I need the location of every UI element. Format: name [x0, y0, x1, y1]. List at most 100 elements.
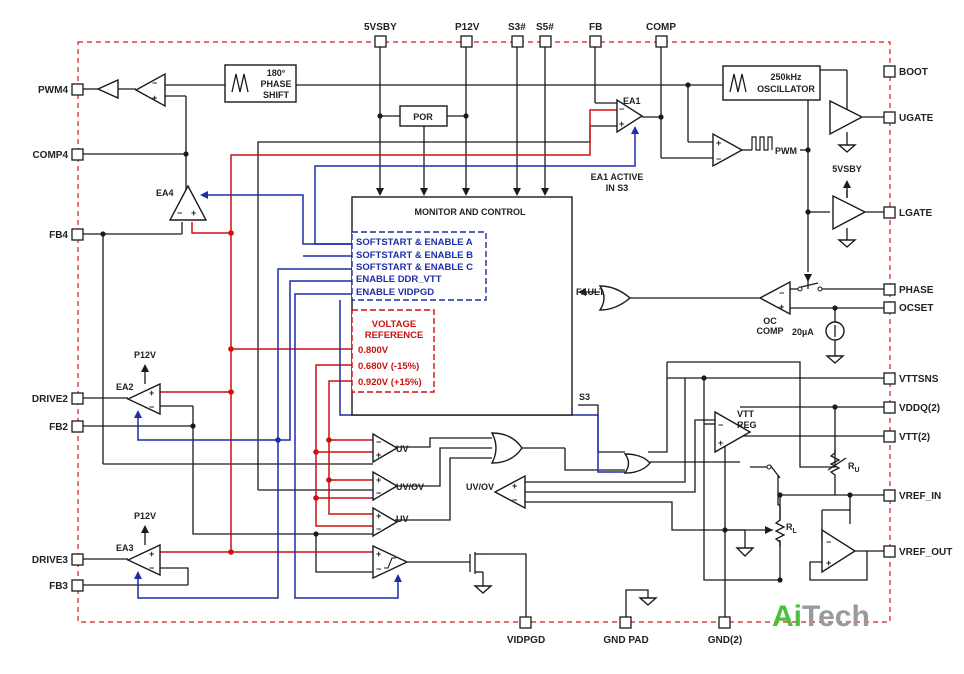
- plus-sign: +: [152, 93, 157, 103]
- pin-s3[interactable]: [511, 35, 524, 48]
- pin-vtt[interactable]: [883, 430, 896, 443]
- uvov-comparator: [372, 470, 399, 502]
- vtt-switch: [769, 464, 781, 479]
- rl-label: RL: [786, 522, 798, 535]
- pin-ocset-label: OCSET: [899, 303, 933, 314]
- plus-sign: +: [149, 549, 154, 559]
- ea4-amplifier: [168, 184, 208, 221]
- phase-shift-line2: PHASE: [260, 79, 291, 89]
- pwm-label: PWM: [775, 146, 797, 156]
- chip-boundary: [77, 41, 891, 623]
- pin-pwm4[interactable]: [71, 83, 84, 96]
- pin-5vsby-label: 5VSBY: [364, 22, 397, 33]
- pin-boot-label: BOOT: [899, 67, 928, 78]
- plus-sign: +: [376, 450, 381, 460]
- pin-gnd-pad[interactable]: [619, 616, 632, 629]
- ea3-amplifier: [126, 543, 161, 577]
- s3-label: S3: [579, 392, 590, 402]
- bottom-pins: VIDPGD GND PAD GND(2): [507, 616, 742, 646]
- vtt-reg-amplifier: [714, 410, 752, 454]
- pin-pwm4-label: PWM4: [38, 85, 68, 96]
- minus-sign: −: [718, 420, 723, 430]
- left-pins: PWM4 COMP4 FB4 DRIVE2 FB2 DRIVE3 FB3: [32, 83, 84, 592]
- oc-label-2: COMP: [757, 326, 784, 336]
- monitor-title: MONITOR AND CONTROL: [415, 207, 526, 217]
- pwm-comparator: [712, 132, 744, 168]
- plus-sign: +: [826, 558, 831, 568]
- fault-label: FAULT: [576, 287, 605, 297]
- uvov1-label: UV/OV: [396, 482, 424, 492]
- minus-sign: −: [149, 563, 154, 573]
- red-junctions: [228, 230, 332, 555]
- plus-sign: +: [376, 511, 381, 521]
- pin-drive3[interactable]: [71, 553, 84, 566]
- pwm4-buffer: [96, 78, 119, 100]
- vtt-reg-line2: REG: [737, 420, 757, 430]
- minus-sign: −: [779, 288, 784, 298]
- pin-s3-label: S3#: [508, 22, 526, 33]
- pin-phase-label: PHASE: [899, 285, 934, 296]
- pin-ugate[interactable]: [883, 111, 896, 124]
- pin-vddq[interactable]: [883, 401, 896, 414]
- pin-s5[interactable]: [539, 35, 552, 48]
- ea1-amplifier: [616, 98, 644, 134]
- minus-sign: −: [619, 104, 624, 114]
- minus-sign: −: [376, 564, 381, 574]
- pwm-waveform-icon: [751, 136, 773, 151]
- pin-ocset[interactable]: [883, 301, 896, 314]
- pin-vttsns[interactable]: [883, 372, 896, 385]
- ground-icon: [638, 597, 658, 606]
- ea2-label: EA2: [116, 382, 134, 392]
- softstart-b: SOFTSTART & ENABLE B: [356, 250, 473, 261]
- pin-vtt-label: VTT(2): [899, 432, 930, 443]
- pin-fb2-label: FB2: [49, 422, 68, 433]
- pin-gnd-pad-label: GND PAD: [603, 635, 648, 646]
- ea2-amplifier: [126, 382, 161, 416]
- arrow-up-icon: [141, 364, 149, 372]
- vsby-driver-label: 5VSBY: [832, 164, 862, 174]
- pin-boot[interactable]: [883, 65, 896, 78]
- softstart-a: SOFTSTART & ENABLE A: [356, 237, 473, 248]
- ea4-label: EA4: [156, 188, 174, 198]
- pin-comp4[interactable]: [71, 148, 84, 161]
- minus-sign: −: [177, 208, 182, 218]
- pin-vref-in[interactable]: [883, 489, 896, 502]
- pin-p12v[interactable]: [460, 35, 473, 48]
- pin-gnd[interactable]: [718, 616, 731, 629]
- pin-vref-out[interactable]: [883, 545, 896, 558]
- minus-sign: −: [376, 524, 381, 534]
- pin-ugate-label: UGATE: [899, 113, 934, 124]
- ground-icon: [825, 355, 845, 364]
- plus-sign: +: [718, 438, 723, 448]
- pin-fb2[interactable]: [71, 420, 84, 433]
- pin-lgate[interactable]: [883, 206, 896, 219]
- s3-or-gate: [623, 453, 651, 474]
- pin-fb[interactable]: [589, 35, 602, 48]
- pin-comp[interactable]: [655, 35, 668, 48]
- pin-drive2-label: DRIVE2: [32, 394, 69, 405]
- pin-comp-label: COMP: [646, 22, 676, 33]
- right-pins: BOOT UGATE LGATE PHASE OCSET VTTSNS VDDQ…: [883, 65, 952, 558]
- pin-drive2[interactable]: [71, 392, 84, 405]
- softstart-c: SOFTSTART & ENABLE C: [356, 262, 473, 273]
- sawtooth-icon: [231, 73, 249, 93]
- ea1-active-line2: IN S3: [606, 183, 629, 193]
- pin-vidpgd[interactable]: [519, 616, 532, 629]
- por-label: POR: [413, 112, 433, 122]
- upper-gate-driver: [829, 99, 864, 136]
- switch-contact: [797, 286, 803, 292]
- pin-fb4[interactable]: [71, 228, 84, 241]
- pin-fb3[interactable]: [71, 579, 84, 592]
- ground-icon: [837, 239, 857, 248]
- pin-comp4-label: COMP4: [32, 150, 68, 161]
- uv2-label: UV: [396, 514, 409, 524]
- phase-shift-line1: 180°: [267, 68, 286, 78]
- logo: AiTech: [772, 600, 870, 633]
- pin-5vsby[interactable]: [374, 35, 387, 48]
- black-wiring: [83, 47, 884, 617]
- lower-gate-driver: [832, 194, 867, 231]
- vref-920: 0.920V (+15%): [358, 377, 422, 388]
- pin-phase[interactable]: [883, 283, 896, 296]
- oc-label-1: OC: [763, 316, 777, 326]
- current-label: 20µA: [792, 327, 814, 337]
